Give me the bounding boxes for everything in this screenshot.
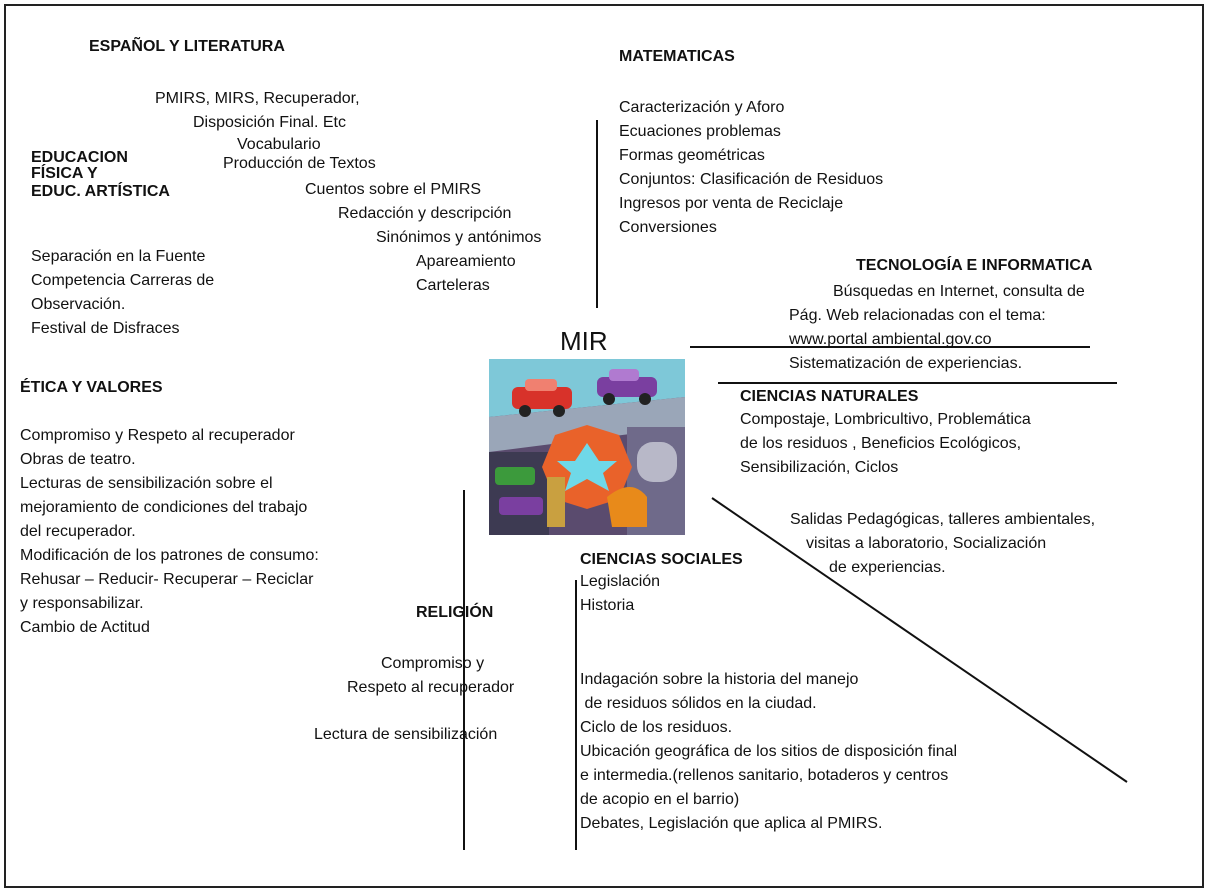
sociales-topics-detail: Indagación sobre la historia del manejo … <box>580 668 957 836</box>
sociales-heading: CIENCIAS SOCIALES <box>580 551 743 568</box>
matematicas-line: Caracterización y Aforo <box>619 99 785 116</box>
sociales-line2: Ciclo de los residuos. <box>580 719 733 736</box>
educacion-heading-line: EDUCACION <box>31 149 128 166</box>
matematicas-line: Conjuntos: Clasificación de Residuos <box>619 171 884 188</box>
sociales-line2: de residuos sólidos en la ciudad. <box>580 695 817 712</box>
center-title: MIR <box>560 326 608 356</box>
espanol-line2: Redacción y descripción <box>338 205 512 222</box>
diagram-frame <box>4 4 1204 888</box>
sociales-line: Historia <box>580 597 635 614</box>
naturales-line: Sensibilización, Ciclos <box>740 459 899 476</box>
sociales-line2: Ubicación geográfica de los sitios de di… <box>580 743 958 760</box>
espanol-line: Vocabulario <box>237 136 321 153</box>
educacion-heading-line: EDUC. ARTÍSTICA <box>31 183 170 200</box>
sociales-line2: Indagación sobre la historia del manejo <box>580 671 859 688</box>
tecnologia-heading: TECNOLOGÍA E INFORMATICA <box>856 257 1093 274</box>
espanol-line: Producción de Textos <box>223 155 376 172</box>
etica-heading: ÉTICA Y VALORES <box>20 379 163 396</box>
espanol-line: PMIRS, MIRS, Recuperador, <box>155 90 360 107</box>
naturales-line2: Salidas Pedagógicas, talleres ambientale… <box>790 511 1096 528</box>
sociales-line: Legislación <box>580 573 661 590</box>
educacion-topics: Separación en la Fuente Competencia Carr… <box>31 245 214 341</box>
educacion-line: Observación. <box>31 296 126 313</box>
sociales-line2: de acopio en el barrio) <box>580 791 740 808</box>
educacion-line: Festival de Disfraces <box>31 320 180 337</box>
etica-line: Lecturas de sensibilización sobre el <box>20 475 273 492</box>
religion-heading: RELIGIÓN <box>416 604 494 621</box>
espanol-line2: Sinónimos y antónimos <box>376 229 542 246</box>
religion-line: Compromiso y <box>381 655 485 672</box>
espanol-heading: ESPAÑOL Y LITERATURA <box>89 38 285 55</box>
sociales-line2: e intermedia.(rellenos sanitario, botade… <box>580 767 949 784</box>
naturales-line2: visitas a laboratorio, Socialización <box>806 535 1047 552</box>
educacion-heading: EDUCACION FÍSICA Y EDUC. ARTÍSTICA <box>31 150 170 202</box>
line-diagonal <box>711 497 1128 783</box>
educacion-line: Competencia Carreras de <box>31 272 215 289</box>
matematicas-line: Ingresos por venta de Reciclaje <box>619 195 844 212</box>
matematicas-topics: Caracterización y Aforo Ecuaciones probl… <box>619 96 883 240</box>
car-purple <box>597 369 657 405</box>
etica-line: del recuperador. <box>20 523 136 540</box>
tecnologia-line: Sistematización de experiencias. <box>789 355 1023 372</box>
espanol-line: Disposición Final. Etc <box>193 114 346 131</box>
etica-line: Modificación de los patrones de consumo: <box>20 547 319 564</box>
naturales-heading: CIENCIAS NATURALES <box>740 388 919 405</box>
etica-topics: Compromiso y Respeto al recuperador Obra… <box>20 424 319 640</box>
recycling-clipart-icon <box>489 359 685 535</box>
matematicas-line: Ecuaciones problemas <box>619 123 781 140</box>
educacion-heading-line: FÍSICA Y <box>31 165 98 182</box>
tecnologia-line: www.portal ambiental.gov.co <box>789 331 992 348</box>
etica-line: y responsabilizar. <box>20 595 144 612</box>
sociales-line2: Debates, Legislación que aplica al PMIRS… <box>580 815 883 832</box>
naturales-line: Compostaje, Lombricultivo, Problemática <box>740 411 1031 428</box>
car-red <box>512 379 572 417</box>
matematicas-line: Conversiones <box>619 219 717 236</box>
matematicas-line: Formas geométricas <box>619 147 765 164</box>
etica-line: Obras de teatro. <box>20 451 136 468</box>
naturales-line2: de experiencias. <box>829 559 946 576</box>
etica-line: mejoramiento de condiciones del trabajo <box>20 499 308 516</box>
etica-line: Rehusar – Reducir- Recuperar – Reciclar <box>20 571 314 588</box>
educacion-line: Separación en la Fuente <box>31 248 206 265</box>
religion-line: Respeto al recuperador <box>347 679 515 696</box>
espanol-topics: PMIRS, MIRS, Recuperador, Disposición Fi… <box>150 88 415 174</box>
naturales-line: de los residuos , Beneficios Ecológicos, <box>740 435 1022 452</box>
tecnologia-line: Pág. Web relacionadas con el tema: <box>789 307 1046 324</box>
espanol-line2: Cuentos sobre el PMIRS <box>305 181 482 198</box>
espanol-line2: Carteleras <box>416 277 490 294</box>
tecnologia-line: Búsquedas en Internet, consulta de <box>833 283 1085 300</box>
etica-line: Cambio de Actitud <box>20 619 150 636</box>
religion-line: Lectura de sensibilización <box>314 726 498 743</box>
espanol-line2: Apareamiento <box>416 253 516 270</box>
matematicas-heading: MATEMATICAS <box>619 48 735 65</box>
sociales-topics: Legislación Historia <box>580 570 660 618</box>
etica-line: Compromiso y Respeto al recuperador <box>20 427 295 444</box>
naturales-topics: Compostaje, Lombricultivo, Problemática … <box>740 408 1031 480</box>
